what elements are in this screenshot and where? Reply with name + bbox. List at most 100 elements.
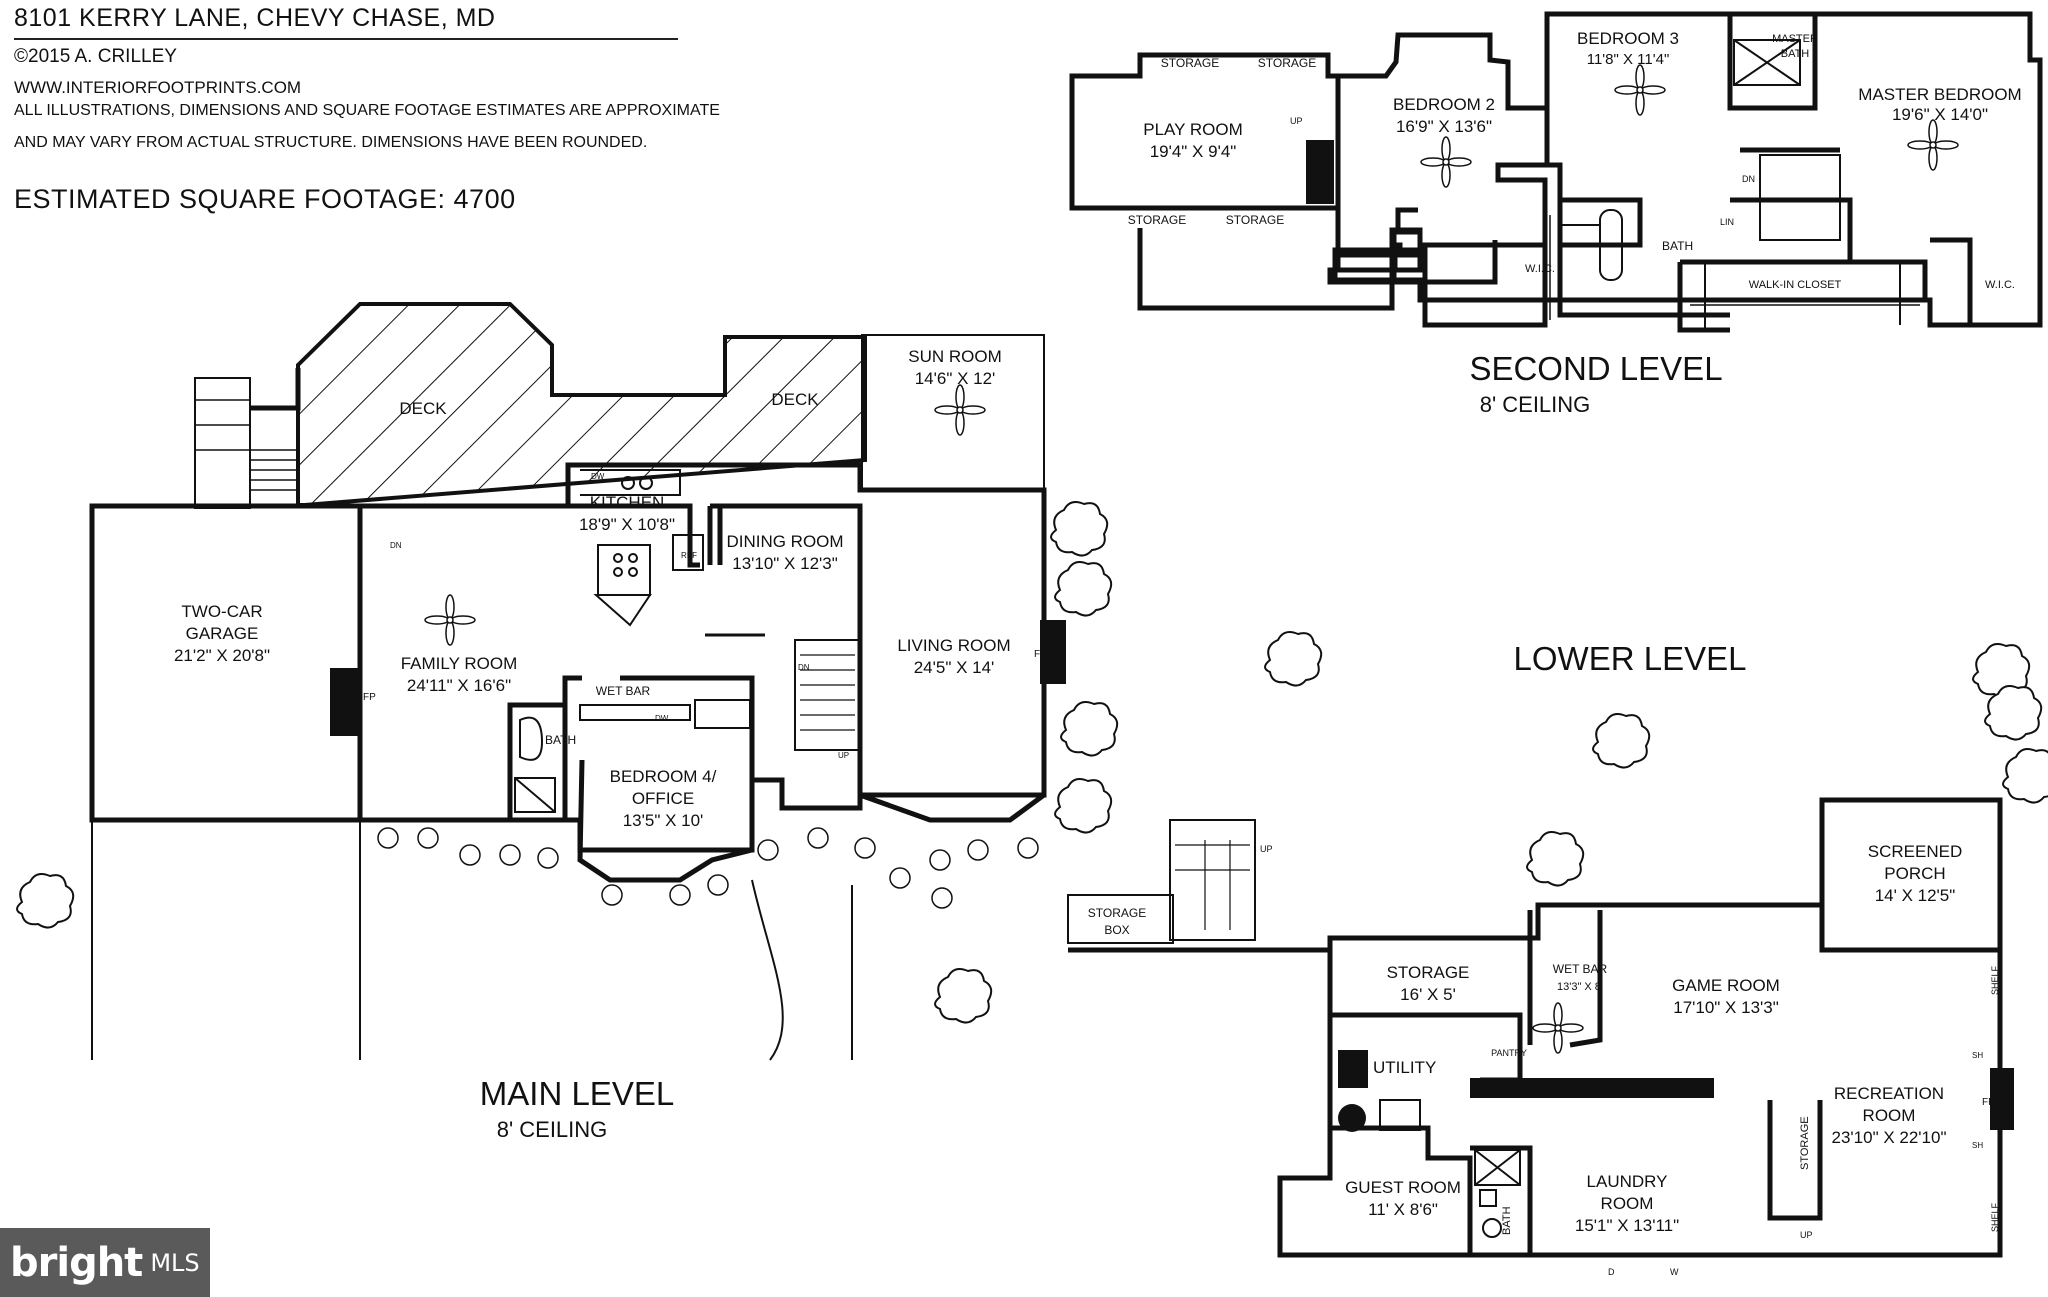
fireplace-lower [1990,1068,2014,1130]
shelf-label: SHELF [1990,965,2000,995]
kitchen-dims: 18'9" X 10'8" [579,515,675,534]
bedroom4-dims: 13'5" X 10' [623,811,704,830]
lin-label: LIN [1720,217,1734,227]
playroom-dims: 19'4" X 9'4" [1150,142,1237,161]
master-bath-name-2: BATH [1781,48,1810,60]
screened-porch-name: SCREENED [1868,842,1962,861]
living-room-name: LIVING ROOM [897,636,1010,655]
deck-label: DECK [399,399,447,418]
walk-in-closet-label: WALK-IN CLOSET [1749,279,1842,291]
storage-label: STORAGE [1128,213,1186,227]
lower-level-plan: LOWER LEVEL STORAGE BOX [1067,631,2048,1277]
sh-label: SH [1972,1141,1983,1150]
washer-label: W [1670,1267,1679,1277]
storage-room-dims: 16' X 5' [1400,985,1456,1004]
utility-block [1338,1050,1368,1088]
bath-label: BATH [1662,239,1693,253]
square-footage: ESTIMATED SQUARE FOOTAGE: 4700 [14,184,516,214]
fireplace-main-left [330,668,358,736]
dw-label: DW [591,472,605,481]
mls-logo: bright MLS [0,1228,210,1297]
wic-label: W.I.C. [1525,263,1555,275]
bath-label: BATH [545,733,576,747]
wet-bar-label: WET BAR [596,684,651,698]
logo-brand: bright [10,1239,143,1286]
dn-label: DN [798,663,810,672]
dw-label: DW [655,714,669,723]
logo-suffix: MLS [150,1248,200,1277]
copyright: ©2015 A. CRILLEY [14,46,177,67]
laundry-room-name: LAUNDRY [1587,1172,1668,1191]
fp-label: FP [363,692,376,703]
storage-label: STORAGE [1161,56,1219,70]
master-bedroom-name: MASTER BEDROOM [1858,85,2021,104]
recreation-room-name-2: ROOM [1863,1106,1916,1125]
chimney-2 [1306,140,1334,204]
game-room-dims: 17'10" X 13'3" [1673,998,1779,1017]
garage-name-2: GARAGE [186,624,259,643]
up-label: UP [1260,844,1273,854]
recreation-room-name: RECREATION [1834,1084,1944,1103]
bedroom3-dims: 11'8" X 11'4" [1587,51,1670,68]
bedroom2-dims: 16'9" X 13'6" [1396,117,1492,136]
dn-label: DN [390,541,402,550]
dn-label: DN [1742,174,1755,184]
recreation-room-dims: 23'10" X 22'10" [1832,1128,1947,1147]
fireplace-main-right [1040,620,1066,684]
lower-wet-bar-dims: 13'3" X 8' [1557,981,1603,993]
pantry-label: PANTRY [1491,1048,1527,1058]
address-title: 8101 KERRY LANE, CHEVY CHASE, MD [14,4,496,32]
disclaimer-line-2: AND MAY VARY FROM ACTUAL STRUCTURE. DIME… [14,134,648,151]
storage-label: STORAGE [1258,56,1316,70]
second-level-plan: PLAY ROOM 19'4" X 9'4" STORAGE STORAGE S… [1069,11,2043,417]
garage-name: TWO-CAR [181,602,262,621]
living-room-dims: 24'5" X 14' [914,658,995,677]
sun-room-dims: 14'6" X 12' [915,369,996,388]
up-label: UP [1290,116,1303,126]
storage-label: STORAGE [1226,213,1284,227]
shelf-label: SHELF [1990,1202,2000,1232]
main-level-plan: DECK DECK SUN ROOM 14'6" X 12' KITCHEN 1… [16,302,1119,1142]
lower-wet-bar-name: WET BAR [1553,962,1608,976]
lower-wall-beam [1470,1078,1714,1098]
bedroom4-name: BEDROOM 4/ [610,767,717,786]
screened-porch-name-2: PORCH [1884,864,1945,883]
bath-label: BATH [1501,1206,1513,1235]
game-room-name: GAME ROOM [1672,976,1780,995]
main-level-ceiling: 8' CEILING [497,1117,608,1142]
up-label: UP [1800,1230,1813,1240]
bedroom3-name: BEDROOM 3 [1577,29,1679,48]
storage-box [1067,894,1174,944]
storage-room-name: STORAGE [1387,963,1470,982]
dining-room-name: DINING ROOM [726,532,843,551]
disclaimer-line-1: ALL ILLUSTRATIONS, DIMENSIONS AND SQUARE… [14,102,720,119]
storage-label: STORAGE [1799,1116,1811,1170]
family-room-name: FAMILY ROOM [401,654,518,673]
shrubs-main [377,827,1039,909]
header-rule [14,38,678,40]
laundry-room-dims: 15'1" X 13'11" [1575,1216,1679,1235]
fp-label: FP [1982,1097,1995,1108]
second-level-ceiling: 8' CEILING [1480,392,1591,417]
second-level-title: SECOND LEVEL [1469,350,1722,387]
up-label: UP [838,751,849,760]
kitchen-name: KITCHEN [590,493,665,512]
main-level-title: MAIN LEVEL [480,1075,674,1112]
deck-label: DECK [771,390,819,409]
bedroom2-name: BEDROOM 2 [1393,95,1495,114]
garage-dims: 21'2" X 20'8" [174,646,270,665]
screened-porch-dims: 14' X 12'5" [1875,886,1956,905]
storage-box-label-2: BOX [1104,923,1129,937]
dining-room-dims: 13'10" X 12'3" [732,554,838,573]
master-bath-name: MASTER [1772,33,1818,45]
playroom-name: PLAY ROOM [1143,120,1243,139]
bedroom4-name-2: OFFICE [632,789,694,808]
family-room-dims: 24'11" X 16'6" [407,676,511,695]
guest-room-name: GUEST ROOM [1345,1178,1461,1197]
guest-room-dims: 11' X 8'6" [1368,1200,1438,1219]
laundry-room-name-2: ROOM [1601,1194,1654,1213]
bathtub [1599,209,1623,281]
sun-room-name: SUN ROOM [908,347,1002,366]
website: WWW.INTERIORFOOTPRINTS.COM [14,78,302,97]
